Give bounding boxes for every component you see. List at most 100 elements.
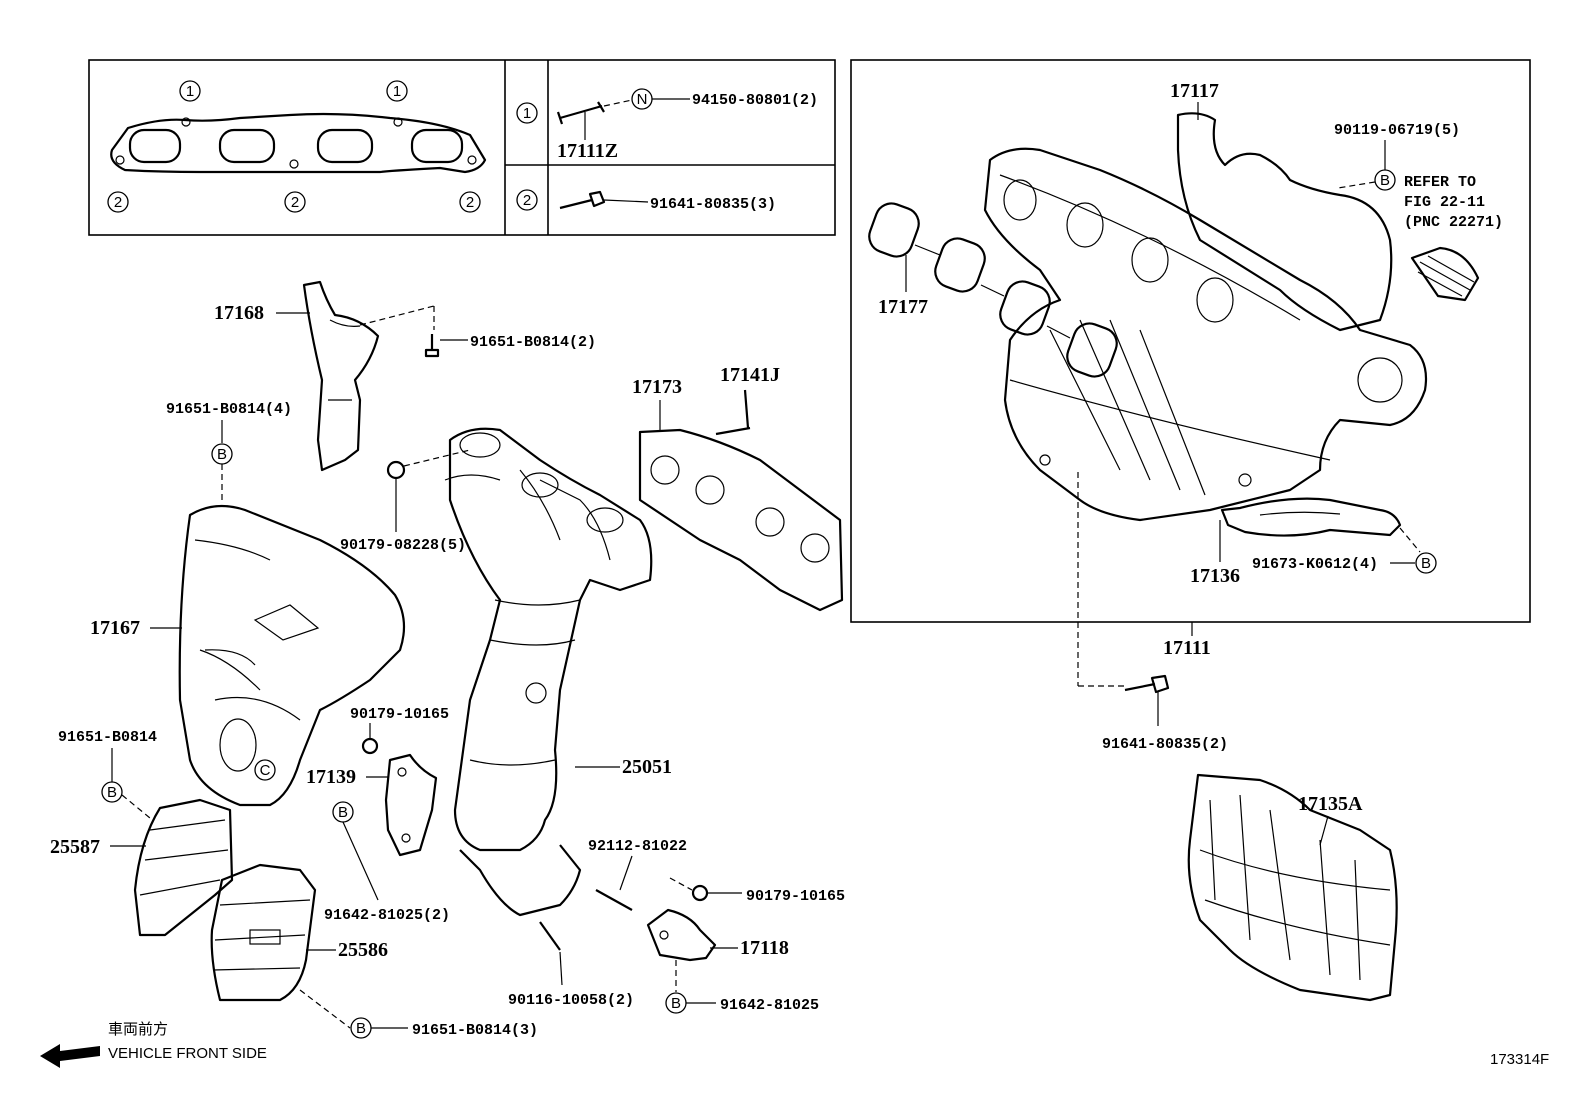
svg-text:25587: 25587 <box>50 836 100 858</box>
label-90116: 90116-10058(2) <box>508 921 634 1009</box>
label-25587: 25587 <box>50 836 146 858</box>
part-17177-gaskets-drawing <box>868 202 1118 378</box>
svg-text:17139: 17139 <box>306 766 356 788</box>
svg-text:91641-80835(3): 91641-80835(3) <box>650 196 776 213</box>
svg-text:B: B <box>356 1020 366 1037</box>
svg-text:B: B <box>671 995 681 1012</box>
svg-text:2: 2 <box>114 194 122 211</box>
label-91651-2: 91651-B0814(2) <box>424 334 596 358</box>
svg-text:17111: 17111 <box>1163 637 1211 659</box>
svg-text:94150-80801(2): 94150-80801(2) <box>692 92 818 109</box>
exhaust-gasket-drawing <box>110 112 487 174</box>
svg-text:2: 2 <box>466 194 474 211</box>
label-90179-10165-b: 90179-10165 <box>669 877 845 905</box>
svg-text:FIG 22-11: FIG 22-11 <box>1404 194 1485 211</box>
svg-text:17141J: 17141J <box>720 364 780 386</box>
svg-text:17167: 17167 <box>90 617 140 639</box>
svg-text:91651-B0814(4): 91651-B0814(4) <box>166 401 292 418</box>
svg-text:17136: 17136 <box>1190 565 1240 587</box>
label-17117: 17117 <box>1170 80 1219 102</box>
part-17168-drawing <box>302 280 380 472</box>
part-17139-drawing <box>384 753 438 857</box>
label-25051: 25051 <box>575 756 672 778</box>
svg-text:B: B <box>1380 172 1390 189</box>
svg-text:N: N <box>637 91 648 108</box>
label-91651: 91651-B0814 B <box>58 729 157 819</box>
label-17118: 17118 <box>710 937 789 959</box>
mark-1-right: 1 <box>386 80 408 102</box>
svg-text:92112-81022: 92112-81022 <box>588 838 687 855</box>
svg-text:17118: 17118 <box>740 937 789 959</box>
part-17136-bracket-drawing <box>1220 497 1402 537</box>
label-92112: 92112-81022 <box>588 838 687 911</box>
label-17136: 17136 <box>1190 520 1240 587</box>
front-label-jp: 車両前方 <box>108 1021 168 1038</box>
svg-text:B: B <box>338 804 348 821</box>
label-91651-3: B 91651-B0814(3) <box>299 989 538 1039</box>
label-17177: 17177 <box>878 255 928 318</box>
svg-text:91642-81025: 91642-81025 <box>720 997 819 1014</box>
intake-manifold-drawing <box>983 147 1428 522</box>
svg-text:C: C <box>260 762 271 779</box>
label-91641-2: 91641-80835(2) <box>1077 472 1228 753</box>
svg-text:2: 2 <box>523 192 531 209</box>
svg-text:1: 1 <box>186 83 194 100</box>
label-90119: 90119-06719(5) B <box>1334 122 1460 191</box>
refer-note: REFER TO FIG 22-11 (PNC 22271) <box>1404 174 1503 231</box>
svg-text:B: B <box>107 784 117 801</box>
label-17139: 17139 <box>306 766 388 788</box>
intake-manifold-group: 17117 90119-06719(5) B REFER TO FIG 22-1… <box>850 59 1531 623</box>
label-91642-2: B 91642-81025(2) <box>324 801 450 924</box>
part-17173-drawing <box>638 428 844 612</box>
svg-text:91641-80835(2): 91641-80835(2) <box>1102 736 1228 753</box>
label-17167: 17167 <box>90 617 182 639</box>
figure-id: 173314F <box>1490 1051 1549 1068</box>
svg-text:17173: 17173 <box>632 376 682 398</box>
part-17167-drawing: C <box>178 504 406 807</box>
svg-text:17111Z: 17111Z <box>557 140 618 162</box>
table-row-2: 2 91641-80835(3) <box>516 189 776 213</box>
label-17141J: 17141J <box>715 364 780 436</box>
table-row-1: 1 N 94150-80801(2) 17111Z <box>516 88 818 162</box>
label-25586: 25586 <box>306 939 388 961</box>
svg-text:90116-10058(2): 90116-10058(2) <box>508 992 634 1009</box>
part-17117-shield-drawing <box>1176 112 1393 332</box>
label-17135A: 17135A <box>1298 793 1363 846</box>
gasket-table: 1 1 2 2 2 1 N 94150-80801(2) <box>88 59 836 236</box>
part-25051-drawing <box>444 427 653 917</box>
svg-text:2: 2 <box>291 194 299 211</box>
svg-text:17168: 17168 <box>214 302 264 324</box>
svg-text:90179-10165: 90179-10165 <box>746 888 845 905</box>
label-17168: 17168 <box>214 302 435 330</box>
label-17173: 17173 <box>632 376 682 432</box>
svg-text:90119-06719(5): 90119-06719(5) <box>1334 122 1460 139</box>
mark-2-right: 2 <box>459 191 481 213</box>
svg-text:91651-B0814(2): 91651-B0814(2) <box>470 334 596 351</box>
svg-text:90179-10165: 90179-10165 <box>350 706 449 723</box>
svg-text:B: B <box>1421 555 1431 572</box>
svg-text:1: 1 <box>523 105 531 122</box>
label-91651-4: 91651-B0814(4) B <box>166 401 292 502</box>
svg-text:B: B <box>217 446 227 463</box>
svg-text:REFER TO: REFER TO <box>1404 174 1476 191</box>
svg-text:25586: 25586 <box>338 939 388 961</box>
svg-text:91651-B0814(3): 91651-B0814(3) <box>412 1022 538 1039</box>
refer-piece-drawing <box>1410 246 1480 302</box>
mark-2-left: 2 <box>107 191 129 213</box>
label-91642: B 91642-81025 <box>665 960 819 1014</box>
front-label-en: VEHICLE FRONT SIDE <box>108 1045 267 1062</box>
svg-text:25051: 25051 <box>622 756 672 778</box>
label-90179-08228: 90179-08228(5) <box>340 449 471 554</box>
mark-1-left: 1 <box>179 80 201 102</box>
svg-text:91673-K0612(4): 91673-K0612(4) <box>1252 556 1378 573</box>
svg-text:91642-81025(2): 91642-81025(2) <box>324 907 450 924</box>
svg-text:91651-B0814: 91651-B0814 <box>58 729 157 746</box>
vehicle-front-arrow <box>40 1044 100 1068</box>
svg-text:(PNC 22271): (PNC 22271) <box>1404 214 1503 231</box>
mark-2-center: 2 <box>284 191 306 213</box>
label-90179-10165-a: 90179-10165 <box>350 706 449 755</box>
part-17118-drawing <box>646 908 717 962</box>
part-25586-drawing <box>210 863 317 1002</box>
part-17135A-drawing <box>1187 773 1398 1002</box>
